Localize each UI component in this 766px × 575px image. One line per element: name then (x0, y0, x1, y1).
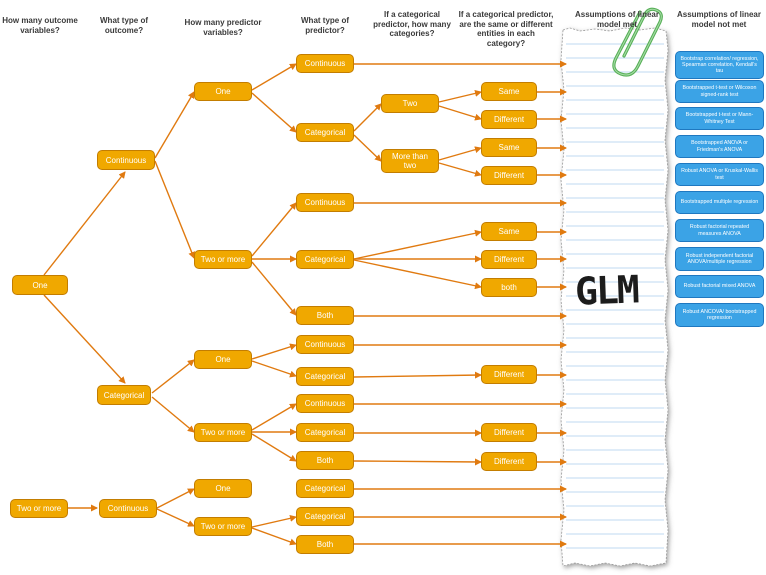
connector-arrow (353, 103, 382, 132)
node-predictor-continuous: Continuous (296, 193, 354, 212)
test-box-independent-t-test-alt: Bootstrapped t-test or Mann-Whitney Test (675, 107, 764, 130)
node-predictor-continuous: Continuous (296, 54, 354, 73)
connector-arrow (251, 92, 297, 133)
connector-arrow (251, 433, 297, 462)
node-entities-both: both (481, 278, 537, 297)
connector-arrow (353, 229, 482, 260)
connector-arrow (154, 160, 196, 259)
connector-arrow (251, 360, 297, 378)
header-outcome-count: How many outcome variables? (2, 16, 78, 35)
connector-arrow (43, 171, 126, 276)
header-assumptions-not-met: Assumptions of linear model not met (676, 10, 761, 29)
node-predictor-categorical: Categorical (296, 123, 354, 142)
header-same-different: If a categorical predictor, are the same… (458, 10, 554, 48)
node-entities-different: Different (481, 250, 537, 269)
connector-arrow (43, 294, 126, 384)
node-predictor-continuous: Continuous (296, 394, 354, 413)
node-entities-different: Different (481, 452, 537, 471)
lined-notepaper-icon (560, 27, 669, 567)
connector-arrow (251, 527, 297, 546)
header-predictor-type: What type of predictor? (301, 16, 349, 35)
connector-arrow (251, 202, 297, 257)
connector-arrow (353, 458, 482, 466)
notepaper-ruled-lines (566, 43, 664, 549)
node-multi-predictor-one: One (194, 479, 252, 498)
connector-arrow (156, 508, 195, 527)
connector-arrow (156, 488, 195, 509)
test-box-paired-t-test-alt: Bootstrapped t-test or Wilcoxon signed-r… (675, 80, 764, 103)
node-predictor-two-or-more: Two or more (194, 250, 252, 269)
node-predictor-one: One (194, 82, 252, 101)
header-category-count: If a categorical predictor, how many cat… (373, 10, 451, 38)
connector-arrow (353, 371, 482, 379)
test-box-factorial-repeated-alt: Robust factorial repeated measures ANOVA (675, 219, 764, 242)
connector-arrow (151, 396, 195, 433)
connector-arrow (151, 359, 195, 394)
node-predictor-continuous: Continuous (296, 335, 354, 354)
test-box-factorial-mixed-alt: Robust factorial mixed ANOVA (675, 275, 764, 298)
node-predictor-both: Both (296, 535, 354, 554)
node-entities-same: Same (481, 82, 537, 101)
node-predictor-both: Both (296, 451, 354, 470)
connector-arrow (251, 514, 297, 528)
node-continuous-outcome-multi: Continuous (99, 499, 157, 518)
connector-arrow (353, 259, 482, 290)
test-box-factorial-independent-alt: Robust independent factorial ANOVA/multi… (675, 247, 764, 271)
node-entities-same: Same (481, 222, 537, 241)
test-box-multiple-regression-alt: Bootstrapped multiple regression (675, 191, 764, 214)
test-box-ancova-alt: Robust ANCOVA/ bootstrapped regression (675, 303, 764, 327)
connector-arrow (438, 146, 482, 161)
header-outcome-type: What type of outcome? (100, 16, 148, 35)
connector-arrow (438, 89, 482, 103)
node-predictor-categorical: Categorical (296, 423, 354, 442)
connector-lines (43, 60, 567, 548)
node-entities-different: Different (481, 423, 537, 442)
node-outcome-two-or-more: Two or more (10, 499, 68, 518)
glm-label: GLM (574, 267, 639, 314)
node-categories-two: Two (381, 94, 439, 113)
node-categorical-outcome: Categorical (97, 385, 151, 405)
node-entities-different: Different (481, 365, 537, 384)
header-predictor-count: How many predictor variables? (184, 18, 262, 37)
node-multi-predictor-two-or-more: Two or more (194, 517, 252, 536)
connector-arrow (154, 91, 195, 159)
node-outcome-one: One (12, 275, 68, 295)
node-cat-predictor-two-or-more: Two or more (194, 423, 252, 442)
connector-arrow (438, 105, 482, 121)
header-assumptions-met: Assumptions of linear model met (574, 10, 659, 29)
connector-arrow (438, 162, 482, 177)
test-box-independent-anova-alt: Robust ANOVA or Kruskal-Wallis test (675, 163, 764, 186)
connector-arrow (251, 261, 297, 316)
node-predictor-categorical: Categorical (296, 250, 354, 269)
node-entities-same: Same (481, 138, 537, 157)
test-box-nonparametric-correlation: Bootstrap correlation/ regression, Spear… (675, 51, 764, 79)
connector-arrow (251, 63, 297, 91)
test-box-repeated-anova-alt: Bootstrapped ANOVA or Friedman's ANOVA (675, 135, 764, 158)
node-cat-predictor-one: One (194, 350, 252, 369)
node-entities-different: Different (481, 166, 537, 185)
connector-arrow (353, 134, 382, 162)
node-predictor-both: Both (296, 306, 354, 325)
node-predictor-categorical: Categorical (296, 479, 354, 498)
node-categories-more-than-two: More than two (381, 149, 439, 173)
paperclip-icon (612, 7, 663, 77)
node-entities-different: Different (481, 110, 537, 129)
node-predictor-categorical: Categorical (296, 507, 354, 526)
node-continuous-outcome: Continuous (97, 150, 155, 170)
connector-arrow (251, 343, 297, 360)
connector-arrow (251, 403, 297, 431)
node-predictor-categorical: Categorical (296, 367, 354, 386)
